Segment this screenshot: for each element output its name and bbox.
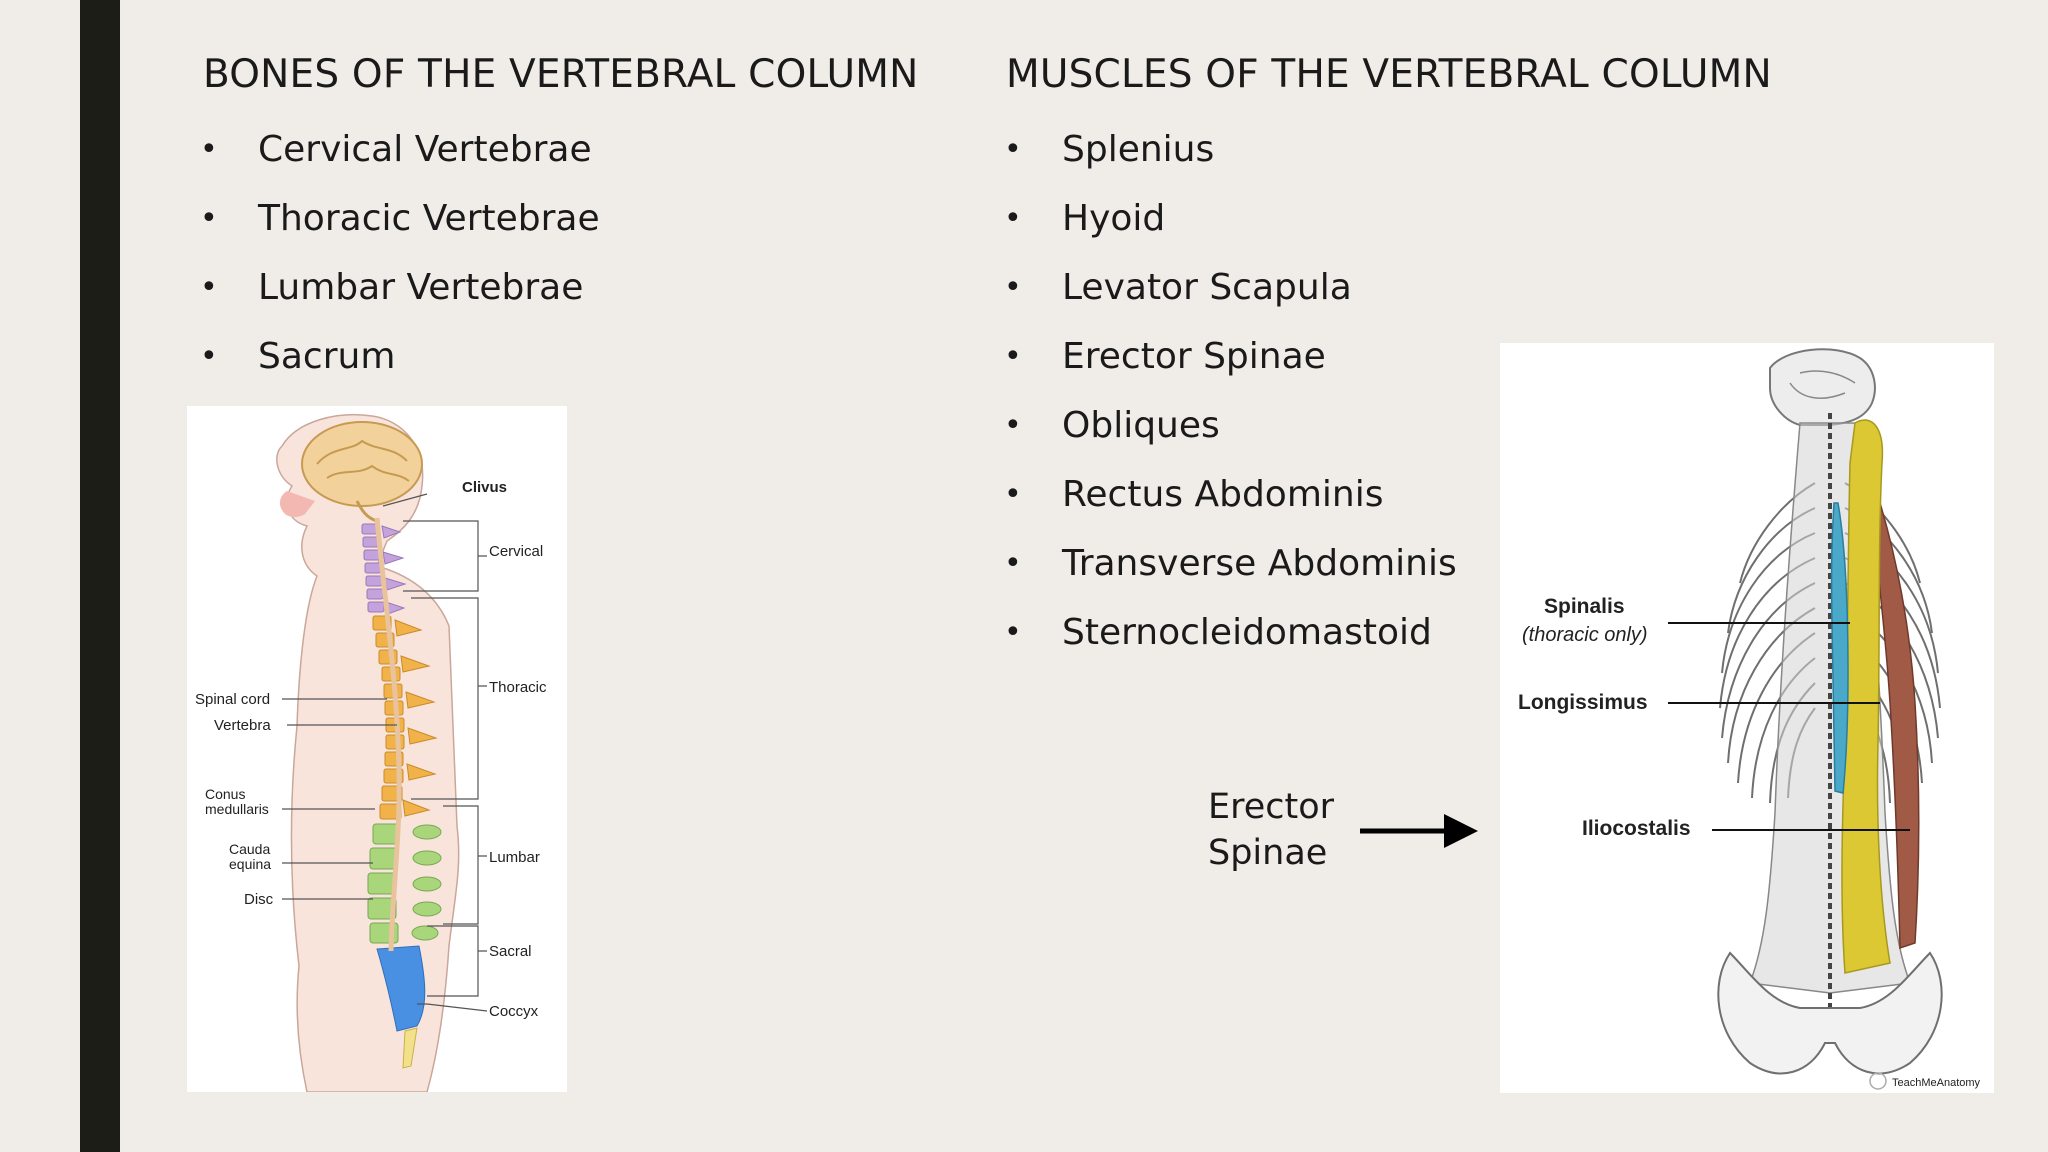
copyright-icon	[1869, 1072, 1887, 1090]
bones-heading: BONES OF THE VERTEBRAL COLUMN	[203, 52, 919, 97]
face-area	[279, 491, 315, 517]
label-disc: Disc	[244, 891, 274, 908]
spinal-cord	[374, 517, 402, 952]
arrow-right-icon	[1360, 814, 1478, 848]
image-credit: TeachMeAnatomy	[1892, 1077, 1981, 1089]
label-spinalis: Spinalis	[1544, 595, 1625, 618]
label-leader-lines	[1668, 622, 1910, 831]
cervical-vertebrae	[361, 523, 407, 615]
label-thoracic: Thoracic	[489, 679, 547, 696]
label-cauda-2: equina	[229, 856, 271, 872]
label-iliocostalis: Iliocostalis	[1582, 817, 1691, 840]
back-muscles-diagram: Spinalis (thoracic only) Longissimus Ili…	[1518, 348, 1981, 1090]
region-brackets	[282, 493, 488, 1012]
label-conus-1: Conus	[205, 786, 245, 802]
coccyx	[402, 1027, 418, 1069]
slide-accent-bar	[80, 0, 120, 1152]
brain	[301, 421, 423, 507]
back-muscles-illustration: Spinalis (thoracic only) Longissimus Ili…	[1500, 343, 1994, 1093]
label-spinalis-note: (thoracic only)	[1522, 624, 1648, 646]
label-conus-2: medullaris	[205, 801, 269, 817]
iliocostalis-muscle	[1871, 501, 1920, 950]
label-lumbar: Lumbar	[489, 849, 540, 866]
label-clivus: Clivus	[462, 479, 507, 496]
muscles-heading: MUSCLES OF THE VERTEBRAL COLUMN	[1006, 52, 1772, 97]
label-coccyx: Coccyx	[489, 1003, 539, 1020]
label-spinal-cord: Spinal cord	[195, 691, 270, 708]
pelvis	[1717, 951, 1943, 1075]
sacrum	[376, 945, 426, 1032]
label-cauda-1: Cauda	[229, 841, 270, 857]
spinalis-muscle	[1830, 502, 1849, 794]
spine-illustration: Clivus Cervical Thoracic Lumbar Sacral C…	[187, 406, 567, 1092]
spine-diagram: Clivus Cervical Thoracic Lumbar Sacral C…	[195, 414, 547, 1092]
label-vertebra: Vertebra	[214, 717, 271, 734]
label-longissimus: Longissimus	[1518, 691, 1648, 714]
skull	[1769, 348, 1876, 426]
label-sacral: Sacral	[489, 943, 532, 960]
erector-spinae-caption: Erector Spinae	[1208, 787, 1335, 873]
label-cervical: Cervical	[489, 543, 543, 560]
body-silhouette	[276, 414, 460, 1092]
